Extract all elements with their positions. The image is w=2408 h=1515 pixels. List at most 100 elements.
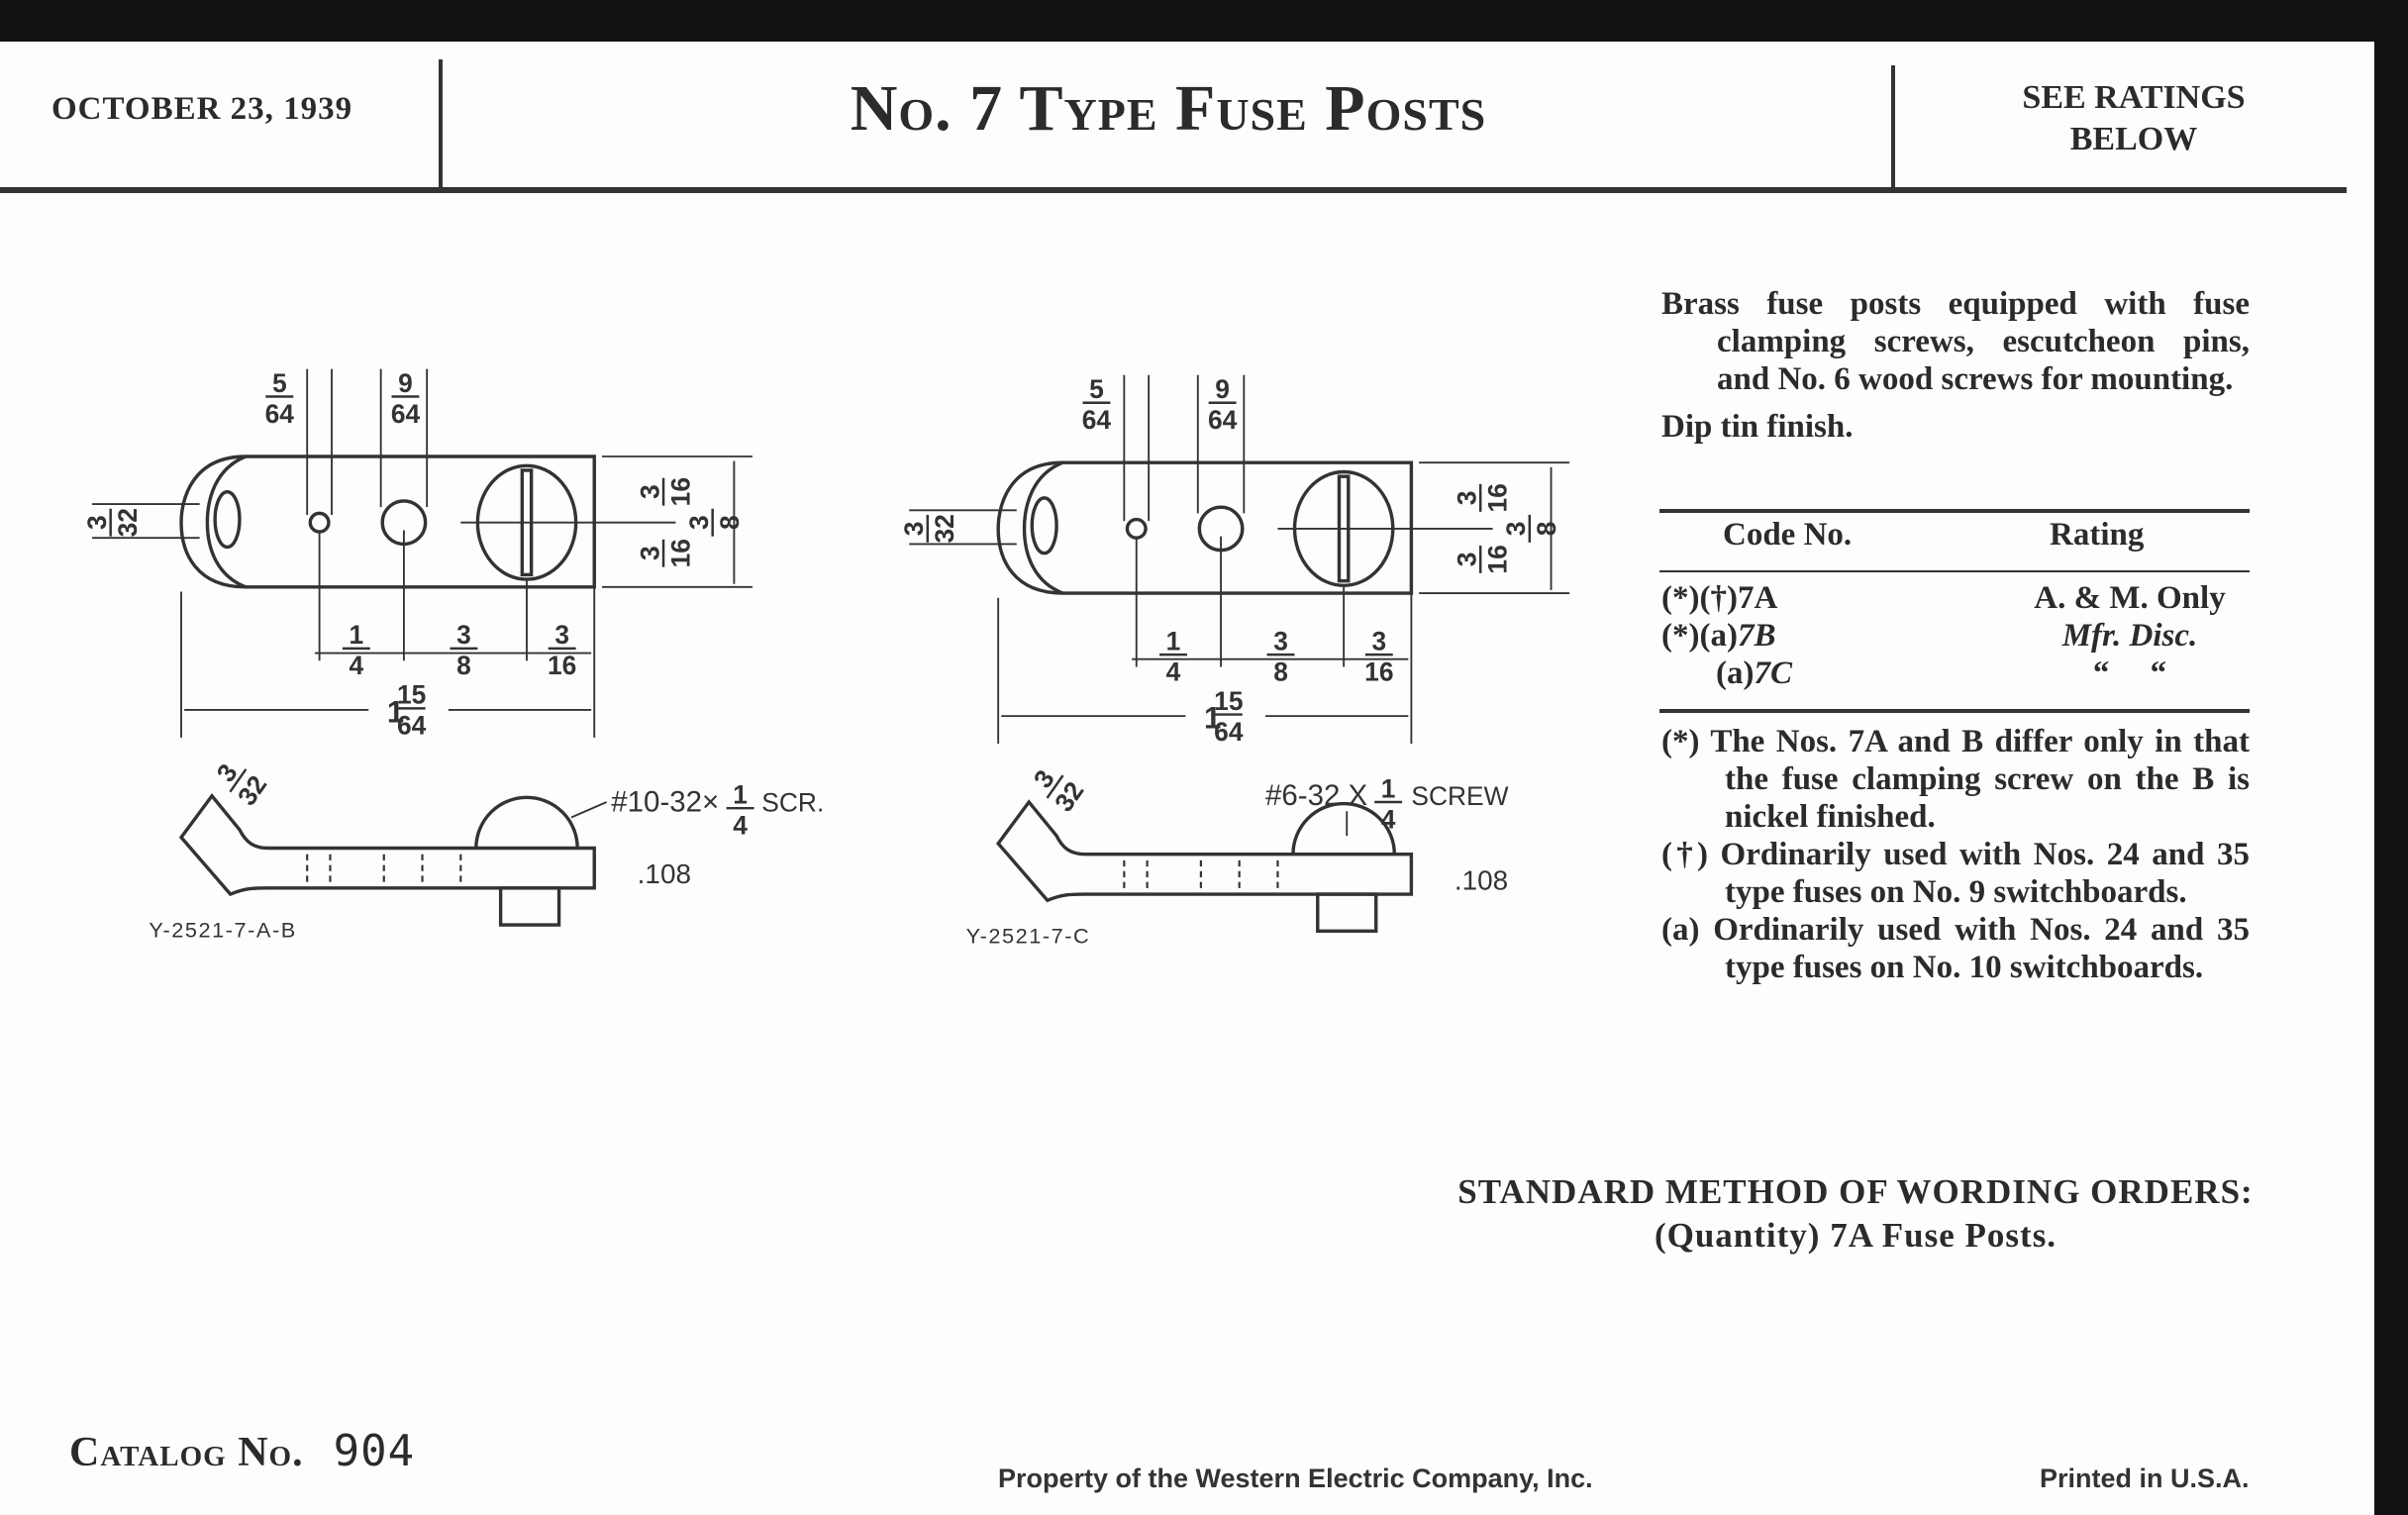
dimension-thickness: .108 — [638, 858, 691, 889]
footnote: (*) The Nos. 7A and B differ only in tha… — [1661, 724, 2250, 835]
fraction-denominator: 64 — [397, 711, 427, 741]
header-divider — [1891, 65, 1895, 188]
row-code: 7C — [1754, 656, 1792, 691]
fraction-denominator: 16 — [1483, 483, 1513, 512]
product-description: Brass fuse posts equipped with fuse clam… — [1661, 285, 2250, 446]
fraction-denominator: 64 — [391, 399, 421, 429]
dimension-spacing: 14 — [342, 620, 370, 680]
fraction-numerator: 1 — [1166, 626, 1181, 656]
ordering-heading: STANDARD METHOD OF WORDING ORDERS: — [1457, 1172, 2254, 1211]
dimension-hole-large: 964 — [391, 368, 421, 429]
screw-length: 14 — [1374, 773, 1403, 834]
fraction-denominator: 4 — [1381, 804, 1396, 834]
fraction-denominator: 16 — [665, 539, 695, 567]
dimension-hole-large: 964 — [1208, 374, 1238, 435]
small-hole — [1125, 517, 1148, 540]
description-text: Brass fuse posts equipped with fuse clam… — [1661, 286, 2250, 397]
fraction-numerator: 5 — [272, 368, 287, 398]
header-divider — [439, 59, 443, 188]
post-profile — [995, 799, 1414, 903]
fraction-denominator: 64 — [265, 399, 295, 429]
fraction-numerator: 3 — [1371, 626, 1386, 656]
catalog-value: 904 — [333, 1426, 416, 1476]
fraction-denominator: 16 — [548, 651, 576, 680]
row-rating: “ “ — [2092, 656, 2167, 691]
fraction-numerator: 1 — [1381, 773, 1396, 803]
row-marks: (*)(†) — [1661, 580, 1738, 616]
fraction-numerator: 3 — [554, 620, 569, 650]
fraction-denominator: 64 — [1208, 405, 1238, 435]
fraction-numerator: 5 — [1089, 374, 1104, 404]
screw-length: 14 — [726, 780, 754, 841]
dimension-spacing: 38 — [450, 620, 478, 680]
fraction-bar — [1046, 774, 1064, 799]
screw-head-profile — [474, 795, 579, 849]
footnote: (a) Ordinarily used with Nos. 24 and 35 … — [1661, 912, 2250, 985]
fraction-numerator: 1 — [350, 620, 364, 650]
dimension-edge: 316 — [1364, 626, 1393, 686]
fraction-denominator: 8 — [1273, 656, 1288, 686]
fraction-denominator: 16 — [1483, 545, 1513, 573]
side-view — [178, 792, 596, 927]
finish-text: Dip tin finish. — [1661, 409, 1854, 445]
row-code: 7A — [1737, 580, 1778, 616]
row-marks: (*)(a) — [1661, 618, 1738, 654]
footnote: (†) Ordinarily used with Nos. 24 and 35 … — [1661, 837, 2250, 910]
header-rule — [0, 187, 2347, 193]
screw-body — [1316, 892, 1378, 933]
screw-type: SCREW — [1411, 781, 1508, 811]
fraction-numerator: 9 — [398, 368, 413, 398]
footnotes: (*) The Nos. 7A and B differ only in tha… — [1661, 723, 2250, 986]
screw-body — [498, 886, 561, 927]
fraction-numerator: 3 — [1501, 522, 1531, 537]
fraction-denominator: 4 — [1166, 656, 1181, 686]
screw-type: SCR. — [761, 787, 824, 817]
small-hole — [308, 511, 331, 534]
fraction-numerator: 3 — [899, 522, 929, 537]
leader-line — [570, 801, 608, 819]
plate-outline — [179, 454, 596, 589]
fraction-numerator: 3 — [635, 484, 664, 499]
dimension-hole-small: 564 — [265, 368, 295, 429]
part-number: Y-2521-7-A-B — [149, 917, 296, 942]
fraction-numerator: 3 — [456, 620, 471, 650]
tab-hole — [213, 489, 242, 550]
dimension-edge: 316 — [548, 620, 576, 680]
ordering-example: (Quantity) 7A Fuse Posts. — [1654, 1216, 2057, 1255]
plate-outline — [996, 460, 1414, 595]
column-header-code: Code No. — [1723, 517, 1853, 553]
fraction-numerator: 15 — [1214, 686, 1243, 716]
fraction-numerator: 3 — [1453, 553, 1482, 567]
fraction-numerator: 3 — [635, 546, 664, 560]
side-view — [995, 799, 1414, 933]
dimension-length-whole: 1 — [1204, 701, 1221, 736]
scan-border-right — [2374, 0, 2408, 1515]
property-notice: Property of the Western Electric Company… — [998, 1464, 1593, 1493]
dimension-hole-small: 564 — [1082, 374, 1112, 435]
ratings-note-line: SEE RATINGS — [2022, 79, 2246, 116]
fraction-numerator: 15 — [397, 680, 426, 710]
part-number: Y-2521-7-C — [966, 924, 1091, 949]
dimension-length-whole: 1 — [387, 694, 404, 729]
fraction-numerator: 9 — [1215, 374, 1230, 404]
page-title: No. 7 Type Fuse Posts — [850, 72, 1487, 145]
fraction-denominator: 4 — [733, 811, 748, 841]
dimension-thickness: .108 — [1455, 864, 1508, 895]
table-rule — [1659, 509, 2250, 513]
screw-size: #6-32 X — [1265, 779, 1368, 812]
table-rule — [1659, 570, 2250, 572]
fraction-denominator: 8 — [1532, 522, 1561, 537]
printed-notice: Printed in U.S.A. — [2040, 1464, 2250, 1493]
screw-size: #10-32× — [611, 785, 719, 818]
fraction-denominator: 8 — [456, 651, 471, 680]
